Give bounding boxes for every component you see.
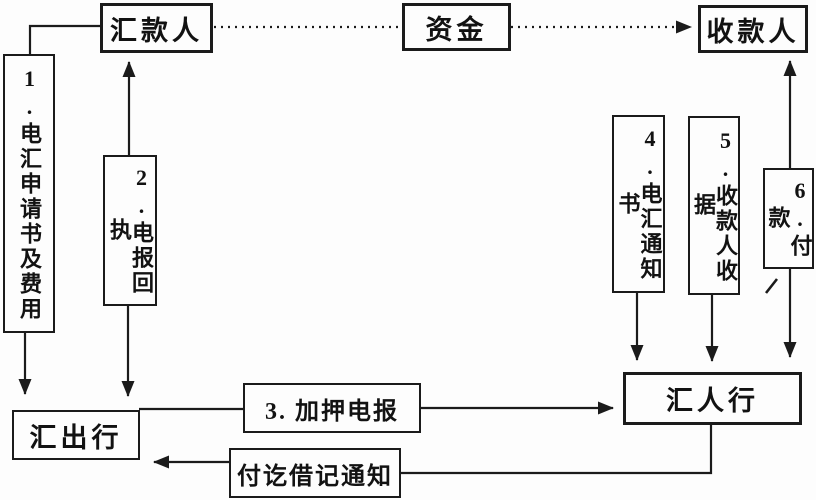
node-step5-label: 5.收款人收据 (691, 127, 738, 284)
node-funds-label: 资金 (425, 14, 488, 45)
node-remitting-bank: 汇出行 (12, 410, 140, 460)
node-step1-label: 1.电汇申请书及费用 (17, 65, 42, 322)
node-step4-tt-advice: 4.电汇通知书 (612, 115, 665, 293)
node-payee-label: 收款人 (706, 16, 800, 47)
node-step1-tt-application: 1.电汇申请书及费用 (3, 54, 55, 333)
node-step3-label: 3. 加押电报 (265, 398, 399, 425)
node-debit-advice: 付讫借记通知 (229, 448, 401, 498)
node-receiving-bank: 汇人行 (623, 372, 802, 425)
node-payee: 收款人 (698, 5, 808, 53)
node-step2-telegram-receipt: 2.电报回执 (103, 155, 157, 306)
node-step4-label: 4.电汇通知书 (615, 126, 663, 282)
node-receiving-bank-label: 汇人行 (666, 386, 759, 416)
edge-remitter-step1 (28, 24, 100, 54)
node-step3-tested-cable: 3. 加押电报 (243, 383, 421, 433)
node-step5-payee-receipt: 5.收款人收据 (688, 116, 740, 295)
node-debit-advice-label: 付讫借记通知 (237, 463, 393, 490)
stray-mark (764, 278, 779, 294)
node-funds: 资金 (402, 3, 511, 51)
node-step6-label: 6.付款 (765, 178, 813, 259)
edge-receiving-bank-debit-advice (401, 425, 713, 475)
node-step2-label: 2.电报回执 (107, 165, 154, 296)
node-remitter: 汇款人 (100, 3, 213, 53)
node-step6-payment: 6.付款 (763, 168, 814, 269)
node-remitter-label: 汇款人 (110, 15, 203, 46)
node-remitting-bank-label: 汇出行 (29, 422, 123, 453)
